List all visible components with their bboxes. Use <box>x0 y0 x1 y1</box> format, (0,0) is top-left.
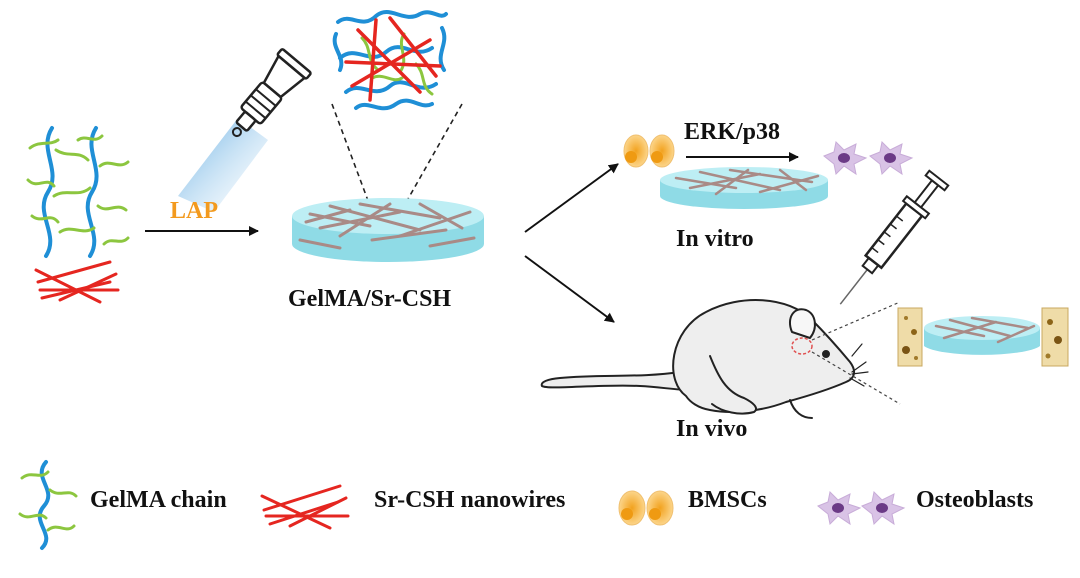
arrow-to-vivo <box>524 255 615 323</box>
gelma-chains-left <box>26 126 130 258</box>
invitro-disc <box>660 167 828 209</box>
rat-illustration <box>540 299 869 419</box>
legend-osteoblasts: Osteoblasts <box>916 487 1034 513</box>
flashlight-icon <box>178 48 312 212</box>
syringe-icon <box>839 169 950 305</box>
bone-implant <box>897 307 1069 367</box>
hydrogel-disc <box>292 198 484 262</box>
gelma-chain-icon <box>18 460 78 550</box>
in-vitro-label: In vitro <box>676 226 754 252</box>
vivo-zoom-lines <box>811 301 901 405</box>
legend-gelma-chain: GelMA chain <box>90 487 227 513</box>
osteoblast-icon <box>817 490 906 526</box>
nanowire-icon <box>260 484 350 530</box>
legend-bmscs: BMSCs <box>688 487 767 513</box>
legend-nanowires: Sr-CSH nanowires <box>374 487 566 513</box>
lap-label: LAP <box>170 198 218 224</box>
implant-site <box>791 337 813 355</box>
in-vivo-label: In vivo <box>676 416 748 442</box>
network-zoom <box>332 10 448 111</box>
osteoblast-cells-top <box>823 140 914 176</box>
bmsc-icon <box>618 490 674 526</box>
bmsc-cells-top <box>623 134 675 168</box>
erk-label: ERK/p38 <box>684 119 781 145</box>
gelma-srcsh-label: GelMA/Sr-CSH <box>288 286 452 312</box>
nanowires-left <box>34 260 120 304</box>
arrow-to-vitro <box>524 163 619 233</box>
